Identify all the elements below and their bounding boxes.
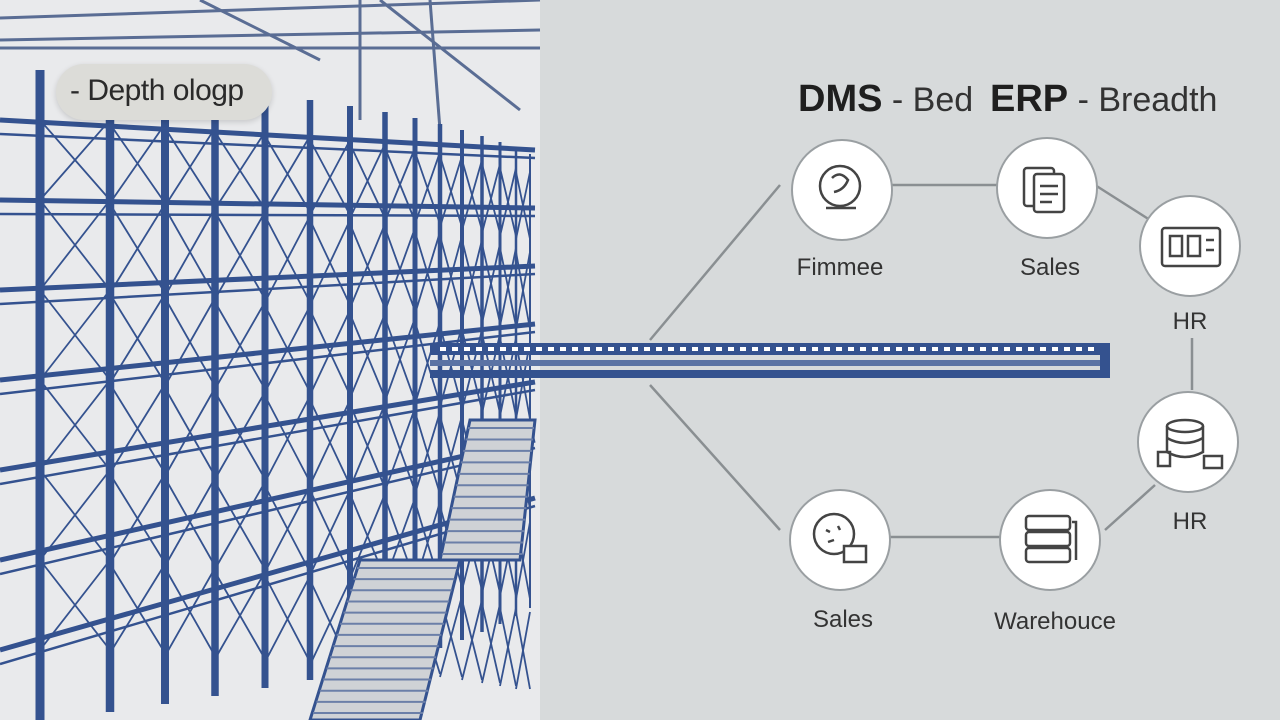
node-label-sales-top: Sales xyxy=(1019,254,1081,281)
node-hr-bottom[interactable] xyxy=(1137,391,1239,493)
heading-dms: DMS - Bed xyxy=(798,78,973,121)
node-label-finance: Fimmee xyxy=(796,254,884,281)
conveyor xyxy=(308,418,537,720)
heading-erp: ERP - Breadth xyxy=(990,78,1217,121)
node-sales-top[interactable] xyxy=(996,137,1098,239)
heading-erp-strong: ERP xyxy=(990,78,1069,120)
stack-icon xyxy=(1024,514,1078,564)
money-bag-icon xyxy=(818,164,862,210)
server-rack-icon xyxy=(1160,226,1222,268)
node-label-hr-bottom: HR xyxy=(1172,508,1208,535)
steel-beam xyxy=(430,343,1110,378)
node-label-warehouse: Warehouce xyxy=(994,608,1116,635)
node-sales-bottom[interactable] xyxy=(789,489,891,591)
database-icon xyxy=(1156,418,1224,470)
heading-dms-strong: DMS xyxy=(798,78,883,120)
node-label-hr-top: HR xyxy=(1172,308,1208,335)
node-hr-top[interactable] xyxy=(1139,195,1241,297)
node-label-sales-bottom: Sales xyxy=(812,606,874,633)
chart-icon xyxy=(812,512,868,564)
heading-dms-rest: - Bed xyxy=(882,81,974,119)
documents-icon xyxy=(1022,166,1066,214)
node-warehouse[interactable] xyxy=(999,489,1101,591)
depth-badge xyxy=(56,64,272,120)
heading-erp-rest: - Breadth xyxy=(1068,81,1218,119)
depth-badge-label: - Depth ologp xyxy=(70,74,244,107)
connector-lines xyxy=(649,183,1194,539)
node-finance[interactable] xyxy=(791,139,893,241)
